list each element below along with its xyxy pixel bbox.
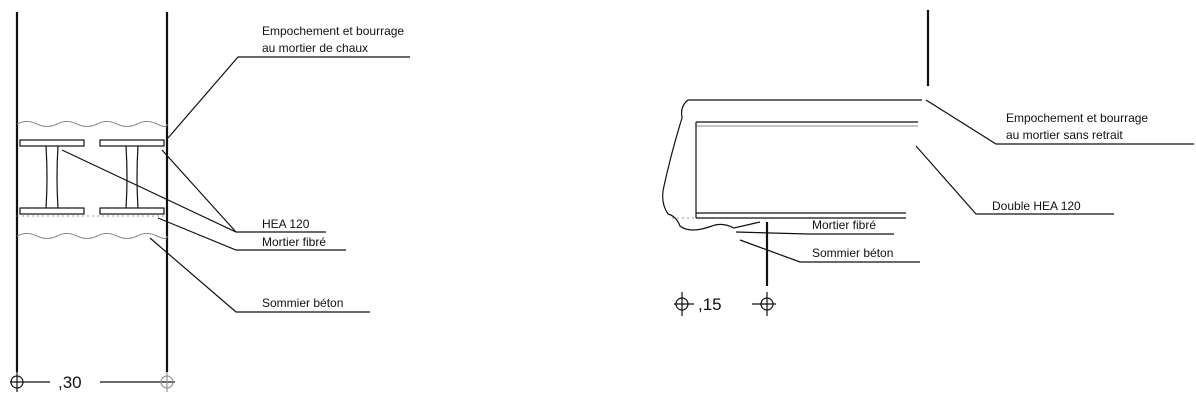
left-leader-beam-seat bbox=[149, 237, 370, 313]
right-callout-top-line1: Empochement et bourrage bbox=[1006, 111, 1148, 125]
left-dimension-text: ,30 bbox=[58, 373, 82, 392]
left-label-mortar: Mortier fibré bbox=[262, 235, 326, 249]
left-callout-top-line2: au mortier de chaux bbox=[262, 41, 368, 55]
left-label-beam: HEA 120 bbox=[262, 217, 310, 231]
right-leader-mortar bbox=[735, 231, 894, 235]
right-leader-beam bbox=[915, 145, 1114, 215]
left-label-beam-seat: Sommier béton bbox=[262, 296, 343, 310]
right-detail: Empochement et bourrage au mortier sans … bbox=[662, 10, 1194, 316]
right-label-mortar: Mortier fibré bbox=[812, 218, 876, 232]
right-dimension: ,15 bbox=[674, 292, 776, 316]
left-hea-profile-2 bbox=[99, 139, 165, 215]
left-leader-beam-2 bbox=[161, 149, 237, 233]
right-leader-beam-seat bbox=[739, 239, 920, 263]
left-dimension: ,30 bbox=[10, 372, 175, 392]
right-pocket-outline bbox=[662, 99, 922, 231]
right-callout-top-line2: au mortier sans retrait bbox=[1006, 128, 1123, 142]
left-leader-top-callout bbox=[167, 56, 410, 139]
left-leader-mortar bbox=[157, 217, 346, 251]
left-break-line-bottom bbox=[16, 232, 168, 240]
left-break-line-top bbox=[16, 120, 168, 128]
left-detail: Empochement et bourrage au mortier de ch… bbox=[10, 12, 410, 392]
right-dimension-text: ,15 bbox=[698, 295, 722, 314]
right-leader-top-callout bbox=[925, 99, 1194, 145]
left-callout-top-line1: Empochement et bourrage bbox=[262, 24, 404, 38]
right-label-beam: Double HEA 120 bbox=[992, 199, 1081, 213]
right-label-beam-seat: Sommier béton bbox=[812, 246, 893, 260]
left-hea-profile-1 bbox=[19, 139, 85, 215]
